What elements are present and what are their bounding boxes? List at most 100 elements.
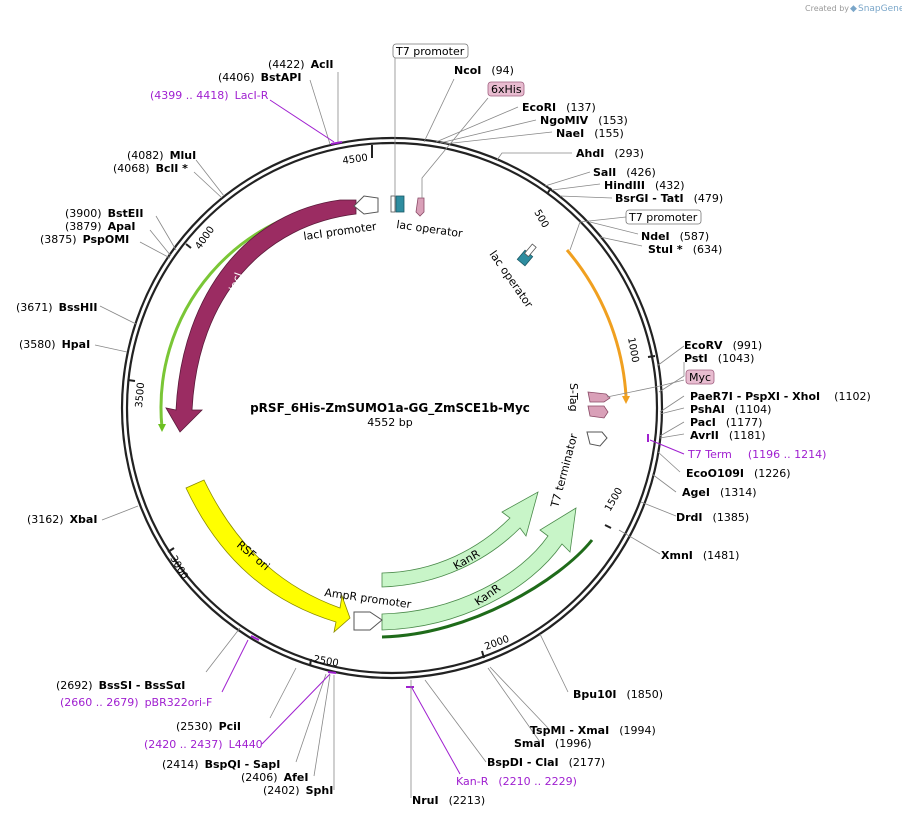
site-label[interactable]: PacI(1177): [690, 416, 762, 429]
tick-label: 2500: [312, 654, 339, 669]
primer-marks: [250, 141, 649, 688]
restriction-sites: (4422)AclI (4406)BstAPI (4082)MluI (4068…: [16, 58, 871, 807]
site-label[interactable]: SmaI(1996): [514, 737, 591, 750]
primer-label[interactable]: Kan-R(2210 .. 2229): [456, 775, 577, 788]
site-label[interactable]: DrdI(1385): [676, 511, 749, 524]
backbone-outer: [120, 136, 664, 680]
myc-orf-arrowhead: [622, 396, 630, 404]
tick-label: 4500: [342, 153, 369, 167]
lac-operator-1-label: lac operator: [396, 218, 464, 240]
leader-line: [155, 215, 177, 251]
leader-line: [658, 362, 685, 393]
myc-box: [685, 369, 715, 385]
site-label[interactable]: (4406)BstAPI: [218, 71, 301, 84]
leader-line: [659, 433, 685, 439]
leader-line: [149, 229, 172, 257]
6xhis-label: 6xHis: [491, 83, 522, 96]
primer-mark: [330, 141, 343, 145]
site-label[interactable]: NdeI(587): [641, 230, 709, 243]
tick-label: 500: [531, 208, 550, 230]
tick-mark: [546, 187, 552, 195]
leader-line: [423, 78, 455, 143]
site-label[interactable]: PaeR7I - PspXI - XhoI(1102): [690, 390, 871, 403]
tick-mark: [647, 355, 656, 358]
site-label[interactable]: PstI(1043): [684, 352, 754, 365]
site-label[interactable]: (2530)PciI: [176, 720, 241, 733]
site-label[interactable]: (2402)SphI: [263, 784, 333, 797]
tick-mark: [309, 658, 312, 667]
laci-promoter-arrow: [353, 195, 379, 215]
site-label[interactable]: (2414)BspQI - SapI: [162, 758, 280, 771]
primer-mark: [250, 635, 260, 641]
site-label[interactable]: (4082)MluI: [127, 149, 196, 162]
leader-line: [309, 79, 331, 145]
primer-leader-lines: [221, 99, 685, 775]
leader-line: [443, 131, 553, 145]
primer-label[interactable]: T7 Term(1196 .. 1214): [687, 448, 826, 461]
site-label[interactable]: EcoO109I(1226): [686, 467, 791, 480]
site-label[interactable]: StuI *(634): [648, 243, 722, 256]
t7-terminator-label: T7 terminator: [548, 432, 581, 510]
site-label[interactable]: (4068)BclI *: [113, 162, 188, 175]
tick-label: 1000: [625, 337, 640, 364]
site-label[interactable]: SalI(426): [593, 166, 656, 179]
site-label[interactable]: EcoRV(991): [684, 339, 762, 352]
myc-orf-arc: [565, 249, 628, 397]
site-label[interactable]: AhdI(293): [576, 147, 644, 160]
site-label[interactable]: AgeI(1314): [682, 486, 757, 499]
leader-line: [657, 451, 681, 473]
leader-line: [99, 305, 137, 325]
site-label[interactable]: NaeI(155): [556, 127, 624, 140]
leader-line: [606, 379, 685, 398]
t7-promoter-1-box: [392, 43, 469, 59]
site-label[interactable]: AvrII(1181): [690, 429, 765, 442]
credit-brand: SnapGene: [858, 4, 902, 14]
leader-line: [424, 679, 487, 763]
laci-label: lacI: [227, 271, 246, 293]
site-label[interactable]: (3879)ApaI: [65, 220, 135, 233]
leader-line: [101, 505, 139, 521]
site-label[interactable]: XmnI(1481): [661, 549, 739, 562]
plasmid-name: pRSF_6His-ZmSUMO1a-GG_ZmSCE1b-Myc: [250, 401, 530, 416]
site-label[interactable]: NcoI(94): [454, 64, 514, 77]
leader-line: [656, 345, 685, 367]
primer-labels: (4399 .. 4418)LacI-R (2660 .. 2679)pBR32…: [60, 89, 826, 788]
leader-line: [599, 236, 643, 247]
site-label[interactable]: NgoMIV(153): [540, 114, 628, 127]
backbone-inner: [125, 141, 659, 675]
leader-line: [539, 633, 569, 693]
primer-label[interactable]: (2660 .. 2679)pBR322ori-F: [60, 696, 212, 709]
t7-promoter-2-shape: [524, 243, 537, 258]
leader-line: [313, 674, 331, 777]
tick-label: 3500: [134, 382, 147, 408]
site-label[interactable]: HindIII(432): [604, 179, 685, 192]
tick-mark: [481, 650, 485, 659]
primer-label[interactable]: (4399 .. 4418)LacI-R: [150, 89, 269, 102]
leader-line: [618, 529, 661, 555]
site-label[interactable]: BsrGI - TatI(479): [615, 192, 723, 205]
site-label[interactable]: (3580)HpaI: [19, 338, 90, 351]
site-label[interactable]: (3162)XbaI: [27, 513, 97, 526]
kanr-2-arrow: [381, 507, 577, 631]
site-label[interactable]: (2406)AfeI: [241, 771, 308, 784]
t7-promoter-1-shape: [390, 195, 396, 213]
site-label[interactable]: (2692)BssSI - BssSαI: [56, 679, 185, 692]
site-label[interactable]: BspDI - ClaI(2177): [487, 756, 605, 769]
tick-marks: [127, 145, 656, 667]
site-label[interactable]: (3671)BssHII: [16, 301, 97, 314]
primer-label[interactable]: (2420 .. 2437)L4440: [144, 738, 263, 751]
site-label[interactable]: NruI(2213): [412, 794, 485, 807]
site-label[interactable]: PshAI(1104): [690, 403, 771, 416]
laci-orf-arrowhead: [158, 424, 166, 432]
site-label[interactable]: (3875)PspOMI: [40, 233, 129, 246]
kanr-1-arrow: [381, 491, 539, 588]
tick-label: 2000: [483, 634, 511, 653]
leader-line: [439, 119, 537, 144]
site-label[interactable]: (4422)AclI: [268, 58, 333, 71]
leader-line: [640, 501, 677, 517]
site-label[interactable]: EcoRI(137): [522, 101, 596, 114]
site-label[interactable]: (3900)BstEII: [65, 207, 143, 220]
site-leader-lines: [94, 58, 685, 798]
site-label[interactable]: Bpu10I(1850): [573, 688, 663, 701]
site-label[interactable]: TspMI - XmaI(1994): [530, 724, 656, 737]
